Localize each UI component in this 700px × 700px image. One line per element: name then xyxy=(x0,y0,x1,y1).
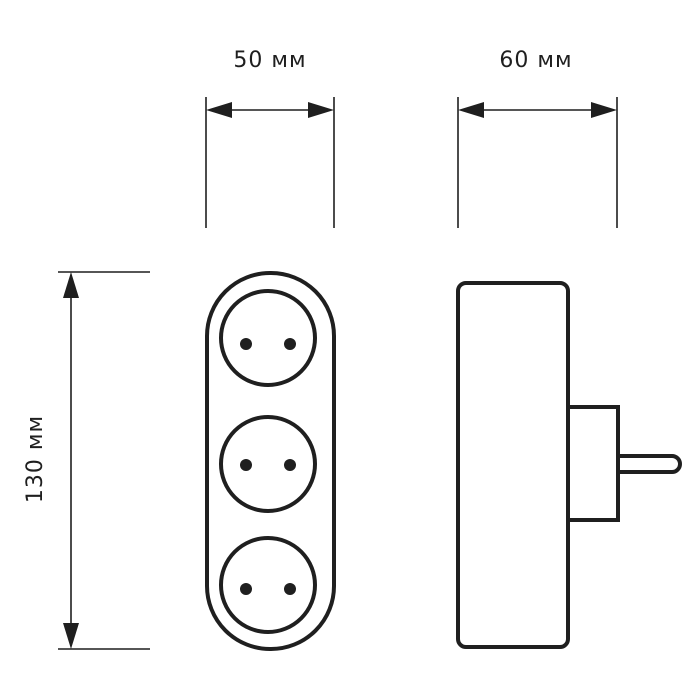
front-view-body-outline xyxy=(205,271,336,651)
height-arrow-bottom xyxy=(63,623,79,649)
front-view xyxy=(205,271,336,651)
height-dimension: 130 мм xyxy=(23,271,150,650)
socket-middle-pin-left xyxy=(240,459,252,471)
side-width-arrow-right xyxy=(591,102,617,118)
side-width-label: 60 мм xyxy=(499,48,572,73)
socket-bottom-pin-right xyxy=(284,583,296,595)
side-view xyxy=(456,281,682,649)
front-width-arrow-right xyxy=(308,102,334,118)
socket-middle xyxy=(219,415,317,513)
front-width-arrow-left xyxy=(206,102,232,118)
socket-top xyxy=(219,289,317,387)
socket-middle-ring xyxy=(219,415,317,513)
height-label: 130 мм xyxy=(23,415,48,503)
side-view-plug-pin xyxy=(618,454,682,474)
front-width-label: 50 мм xyxy=(233,48,306,73)
front-width-dimension: 50 мм xyxy=(205,48,335,228)
socket-top-pin-right xyxy=(284,338,296,350)
side-width-arrow-left xyxy=(458,102,484,118)
socket-top-ring xyxy=(219,289,317,387)
socket-top-pin-left xyxy=(240,338,252,350)
socket-bottom-pin-left xyxy=(240,583,252,595)
side-width-dimension: 60 мм xyxy=(457,48,618,228)
side-view-body-outline xyxy=(456,281,570,649)
socket-bottom-ring xyxy=(219,536,317,634)
height-arrow-top xyxy=(63,272,79,298)
side-view-plug-base xyxy=(568,405,620,522)
socket-bottom xyxy=(219,536,317,634)
socket-middle-pin-right xyxy=(284,459,296,471)
